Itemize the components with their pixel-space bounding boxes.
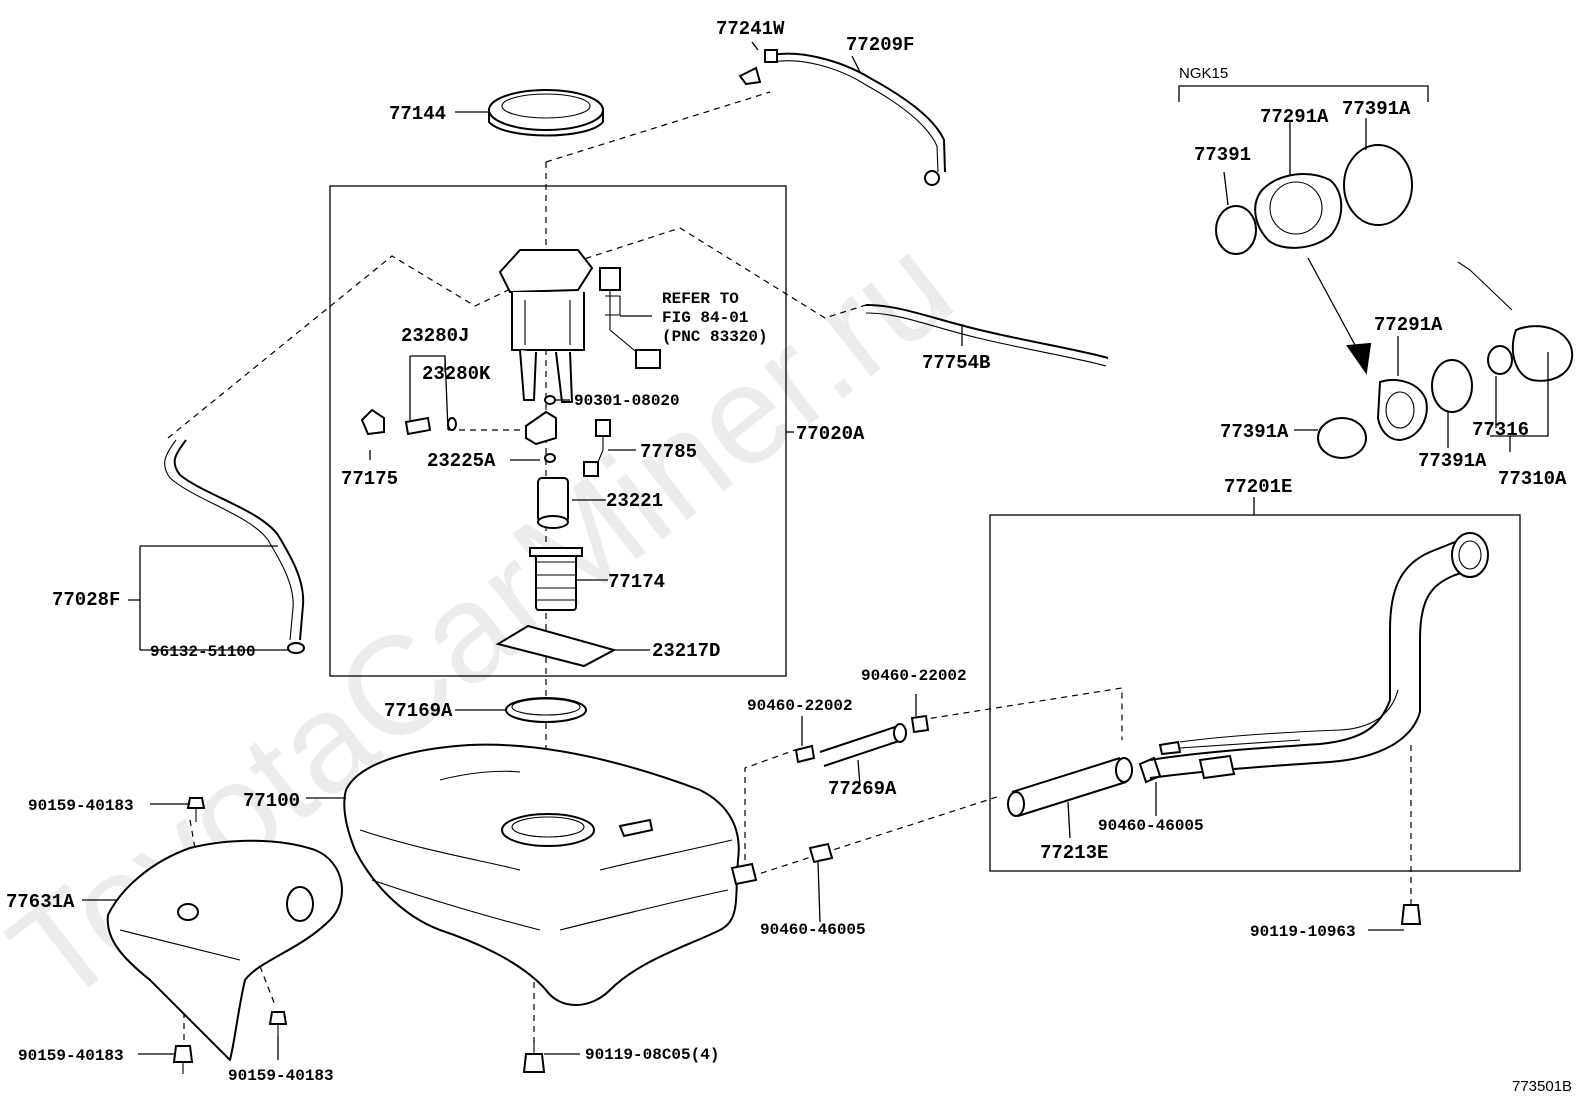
label-23217D: 23217D bbox=[652, 640, 720, 662]
label-77269A: 77269A bbox=[828, 778, 897, 800]
label-77100: 77100 bbox=[243, 790, 300, 812]
pump-body-23221 bbox=[537, 477, 569, 529]
label-77213E: 77213E bbox=[1040, 842, 1108, 864]
label-90460-22002-right: 90460-22002 bbox=[861, 667, 967, 685]
hoses-and-clamps bbox=[794, 714, 1162, 864]
label-77391A-left: 77391A bbox=[1220, 421, 1289, 443]
figure-code: 773501B bbox=[1512, 1078, 1572, 1095]
lock-ring-77144 bbox=[488, 89, 604, 137]
breather-line-77209F bbox=[738, 49, 946, 186]
label-77291A-top: 77291A bbox=[1260, 106, 1329, 128]
label-77144: 77144 bbox=[389, 103, 446, 125]
label-77785: 77785 bbox=[640, 441, 697, 463]
group-label-ngk15: NGK15 bbox=[1179, 65, 1228, 82]
label-90159-40183-top: 90159-40183 bbox=[28, 797, 134, 815]
leader-lines bbox=[82, 41, 1549, 1060]
note-line1: REFER TO bbox=[662, 290, 739, 308]
label-90159-40183-bottom: 90159-40183 bbox=[228, 1067, 334, 1085]
label-77291A-mid: 77291A bbox=[1374, 314, 1443, 336]
pump-small-parts bbox=[360, 395, 611, 477]
label-23280J: 23280J bbox=[401, 325, 469, 347]
gasket-77169A-inner bbox=[511, 698, 581, 716]
dashed-leaders bbox=[167, 91, 1412, 1050]
label-90159-40183-bottom-left: 90159-40183 bbox=[18, 1047, 124, 1065]
label-77175: 77175 bbox=[341, 468, 398, 490]
label-23280K: 23280K bbox=[422, 363, 491, 385]
label-77391: 77391 bbox=[1194, 144, 1251, 166]
bolts bbox=[172, 797, 1422, 1074]
filter-77174 bbox=[529, 547, 583, 611]
label-77028F: 77028F bbox=[52, 589, 120, 611]
label-23225A: 23225A bbox=[427, 450, 496, 472]
filler-pipe-77201E bbox=[1149, 532, 1489, 780]
label-77754B: 77754B bbox=[922, 352, 990, 374]
tube-77028F bbox=[164, 439, 305, 654]
pump-assembly-frame bbox=[329, 185, 787, 677]
gasket-77169A bbox=[505, 697, 587, 723]
label-96132-51100: 96132-51100 bbox=[150, 643, 256, 661]
label-90460-46005-left: 90460-46005 bbox=[760, 921, 866, 939]
fuel-tank-77100 bbox=[343, 743, 758, 1006]
label-90460-46005-right: 90460-46005 bbox=[1098, 817, 1204, 835]
label-23221: 23221 bbox=[606, 490, 663, 512]
label-77391A-low: 77391A bbox=[1418, 450, 1487, 472]
fuel-pump-module bbox=[498, 249, 661, 403]
label-90460-22002-left: 90460-22002 bbox=[747, 697, 853, 715]
label-77020A: 77020A bbox=[796, 423, 865, 445]
protector-77631A bbox=[106, 839, 343, 1062]
filler-pipe-frame bbox=[989, 514, 1521, 872]
label-90301-08020: 90301-08020 bbox=[574, 392, 680, 410]
ngk15-bracket bbox=[1178, 85, 1429, 102]
part-labels: 77241W 77209F 77144 23280J 23280K 90301-… bbox=[6, 18, 1572, 1095]
tube-77754B bbox=[865, 304, 1109, 359]
note-line3: (PNC 83320) bbox=[662, 328, 768, 346]
label-77174: 77174 bbox=[608, 571, 665, 593]
label-77169A: 77169A bbox=[384, 700, 453, 722]
tube-77754B-inner bbox=[865, 312, 1107, 367]
label-77316: 77316 bbox=[1472, 419, 1529, 441]
label-77631A: 77631A bbox=[6, 891, 75, 913]
label-90119-10963: 90119-10963 bbox=[1250, 923, 1356, 941]
label-77241W: 77241W bbox=[716, 18, 785, 40]
label-77209F: 77209F bbox=[846, 34, 914, 56]
note-line2: FIG 84-01 bbox=[662, 309, 748, 327]
label-77391A-top: 77391A bbox=[1342, 98, 1411, 120]
label-90119-08C05: 90119-08C05(4) bbox=[585, 1046, 719, 1064]
label-77310A: 77310A bbox=[1498, 468, 1567, 490]
fuel-cap-group bbox=[1215, 144, 1574, 459]
label-77201E: 77201E bbox=[1224, 476, 1292, 498]
